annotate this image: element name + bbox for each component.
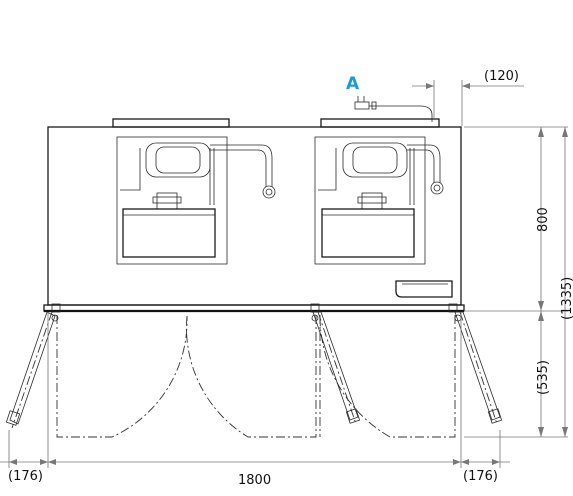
control-box (395, 280, 453, 298)
dimension-width: (176) 1800 (176) (0, 312, 510, 488)
marker-a-label: A (346, 74, 360, 94)
dimension-top-offset: (120) (412, 69, 524, 126)
svg-text:(535): (535) (536, 360, 551, 395)
left-compressor-assembly (116, 136, 276, 265)
right-door-leaf (454, 311, 503, 425)
top-vents (112, 118, 440, 128)
power-plug-icon (354, 96, 433, 122)
door-swing-paths (56, 314, 456, 438)
unit-body (47, 126, 462, 306)
dim-width: 1800 (238, 473, 271, 488)
middle-door-leaf (311, 311, 361, 425)
dim-side-left: (176) (8, 469, 43, 484)
dimension-total-height: (1335) (464, 127, 573, 438)
right-compressor-assembly (314, 136, 444, 265)
left-door-leaf (5, 311, 59, 429)
door-rail (43, 303, 465, 313)
svg-text:(1335): (1335) (560, 277, 573, 320)
svg-text:800: 800 (536, 207, 551, 232)
dim-side-right: (176) (463, 469, 498, 484)
dimension-door-swing: (535) (536, 311, 551, 437)
dimension-body-height: 800 (464, 126, 568, 312)
svg-text:(120): (120) (484, 69, 519, 84)
